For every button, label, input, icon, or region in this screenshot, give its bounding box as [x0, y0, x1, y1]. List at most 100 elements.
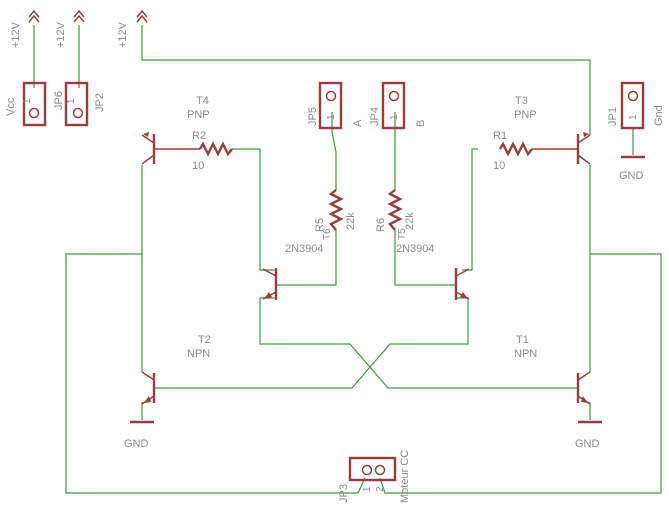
emitter-arrow-icon	[143, 132, 149, 137]
resistor-zigzag-icon	[498, 141, 533, 157]
ground-label: GND	[124, 438, 149, 450]
connector-body	[381, 81, 406, 130]
resistor-r2: R2 10	[192, 130, 233, 172]
connector-pin1-label: 1	[362, 486, 373, 492]
transistor-name: T6	[322, 228, 333, 240]
supply-label-jp2: +12V	[55, 21, 67, 48]
connector-body	[22, 81, 47, 127]
wire-motor-left	[65, 253, 366, 494]
supply-arrows: +12V +12V +12V	[10, 9, 148, 48]
transistor-collector-lead	[455, 268, 470, 277]
connector-pin-label: 1	[66, 98, 77, 104]
transistor-part: 2N3904	[396, 243, 435, 255]
transistor-part: 2N3904	[285, 243, 324, 255]
resistor-r5: R5 22k	[314, 189, 357, 232]
wire-r5-t6	[276, 230, 337, 286]
connector-name: JP6	[53, 91, 65, 110]
resistor-name: R2	[192, 130, 206, 142]
wires	[33, 25, 662, 494]
emitter-arrow-icon	[460, 292, 468, 299]
transistor-name: T2	[198, 334, 211, 346]
transistor-t4: T4 PNP	[141, 95, 210, 165]
resistor-name: R1	[493, 130, 507, 142]
supply-label-jp6: +12V	[10, 21, 22, 48]
transistor-name: T5	[397, 228, 408, 240]
ground-t1: GND	[575, 420, 602, 450]
transistor-t3: T3 PNP	[514, 95, 591, 165]
connector-jp5: 1 JP5 A	[307, 81, 364, 130]
connector-signal: A	[352, 119, 364, 127]
wire-r6-t5	[394, 230, 455, 286]
resistor-zigzag-icon	[328, 189, 344, 231]
transistor-collector-lead	[141, 154, 155, 165]
ground-label: GND	[575, 438, 600, 450]
resistor-value: 10	[493, 160, 505, 172]
pin-icon	[28, 107, 40, 119]
transistor-t6: 2N3904 T6	[262, 228, 333, 300]
ground-t2: GND	[124, 420, 154, 450]
wire-cross-a	[259, 297, 577, 389]
connector-jp6: 1 Vcc JP6	[5, 81, 65, 127]
transistor-name: T3	[515, 95, 528, 107]
connector-jp3: 1 2 JP3 Moteur CC	[338, 450, 411, 503]
resistor-r6: R6 22k	[375, 189, 416, 232]
pin-icon	[627, 90, 639, 102]
resistor-r1: R1 10	[493, 130, 533, 172]
ground-label: GND	[619, 170, 644, 182]
transistor-name: T4	[196, 95, 209, 107]
vcc-arrow-icon	[73, 9, 85, 23]
connector-signal: B	[415, 120, 427, 127]
resistor-zigzag-icon	[198, 141, 233, 157]
emitter-arrow-icon	[144, 396, 151, 403]
pin-icon	[72, 107, 84, 119]
connector-name: JP1	[607, 107, 619, 126]
ground-jp1: GND	[619, 155, 645, 182]
vcc-arrow-icon	[28, 9, 40, 23]
wire-motor-right	[379, 253, 662, 494]
connector-pin-label: 1	[22, 98, 33, 104]
emitter-arrow-icon	[583, 132, 589, 137]
transistor-type: NPN	[514, 348, 537, 360]
resistor-value: 10	[192, 160, 204, 172]
transistor-emitter-lead	[577, 134, 591, 144]
emitter-arrow-icon	[264, 292, 272, 299]
transistor-collector-lead	[262, 268, 277, 277]
wire-r2-t6	[232, 148, 275, 271]
connector-pin2-label: 2	[375, 486, 386, 492]
connector-name: JP4	[369, 107, 381, 126]
transistor-collector-lead	[577, 154, 591, 165]
connector-pin-label: 1	[389, 114, 400, 120]
connector-jp2: 1 JP2	[64, 81, 106, 127]
connector-jp1: 1 JP1 Gnd	[607, 81, 665, 130]
wire-jp5-r5	[331, 112, 337, 190]
connector-signal: Gnd	[653, 105, 665, 126]
transistor-type: PNP	[514, 109, 537, 121]
resistor-name: R5	[314, 218, 326, 232]
wire-r1-t5	[462, 148, 478, 271]
vcc-net-label: Vcc	[5, 97, 17, 116]
transistor-type: NPN	[187, 348, 210, 360]
connector-pin-label: 1	[326, 114, 337, 120]
transistor-name: T1	[516, 334, 529, 346]
wire-top-rail	[141, 25, 591, 135]
transistor-t2: T2 NPN	[141, 334, 211, 405]
connector-body	[64, 81, 89, 127]
connector-name: JP3	[338, 484, 350, 503]
pin-icon	[388, 90, 400, 102]
resistor-zigzag-icon	[387, 189, 403, 231]
transistor-type: PNP	[187, 109, 210, 121]
connector-body	[620, 81, 645, 130]
emitter-arrow-icon	[581, 396, 588, 403]
transistor-collector-lead	[141, 371, 155, 381]
transistor-t5: 2N3904 T5	[396, 228, 470, 300]
connector-signal: Moteur CC	[399, 450, 411, 503]
resistor-value: 22k	[345, 212, 357, 230]
pin-icon	[325, 90, 337, 102]
connector-name: JP2	[94, 93, 106, 112]
resistor-name: R6	[375, 218, 387, 232]
pin-icon	[374, 464, 386, 476]
connector-body	[318, 81, 343, 130]
vcc-arrow-icon	[136, 9, 148, 23]
transistor-t1: T1 NPN	[514, 334, 591, 405]
